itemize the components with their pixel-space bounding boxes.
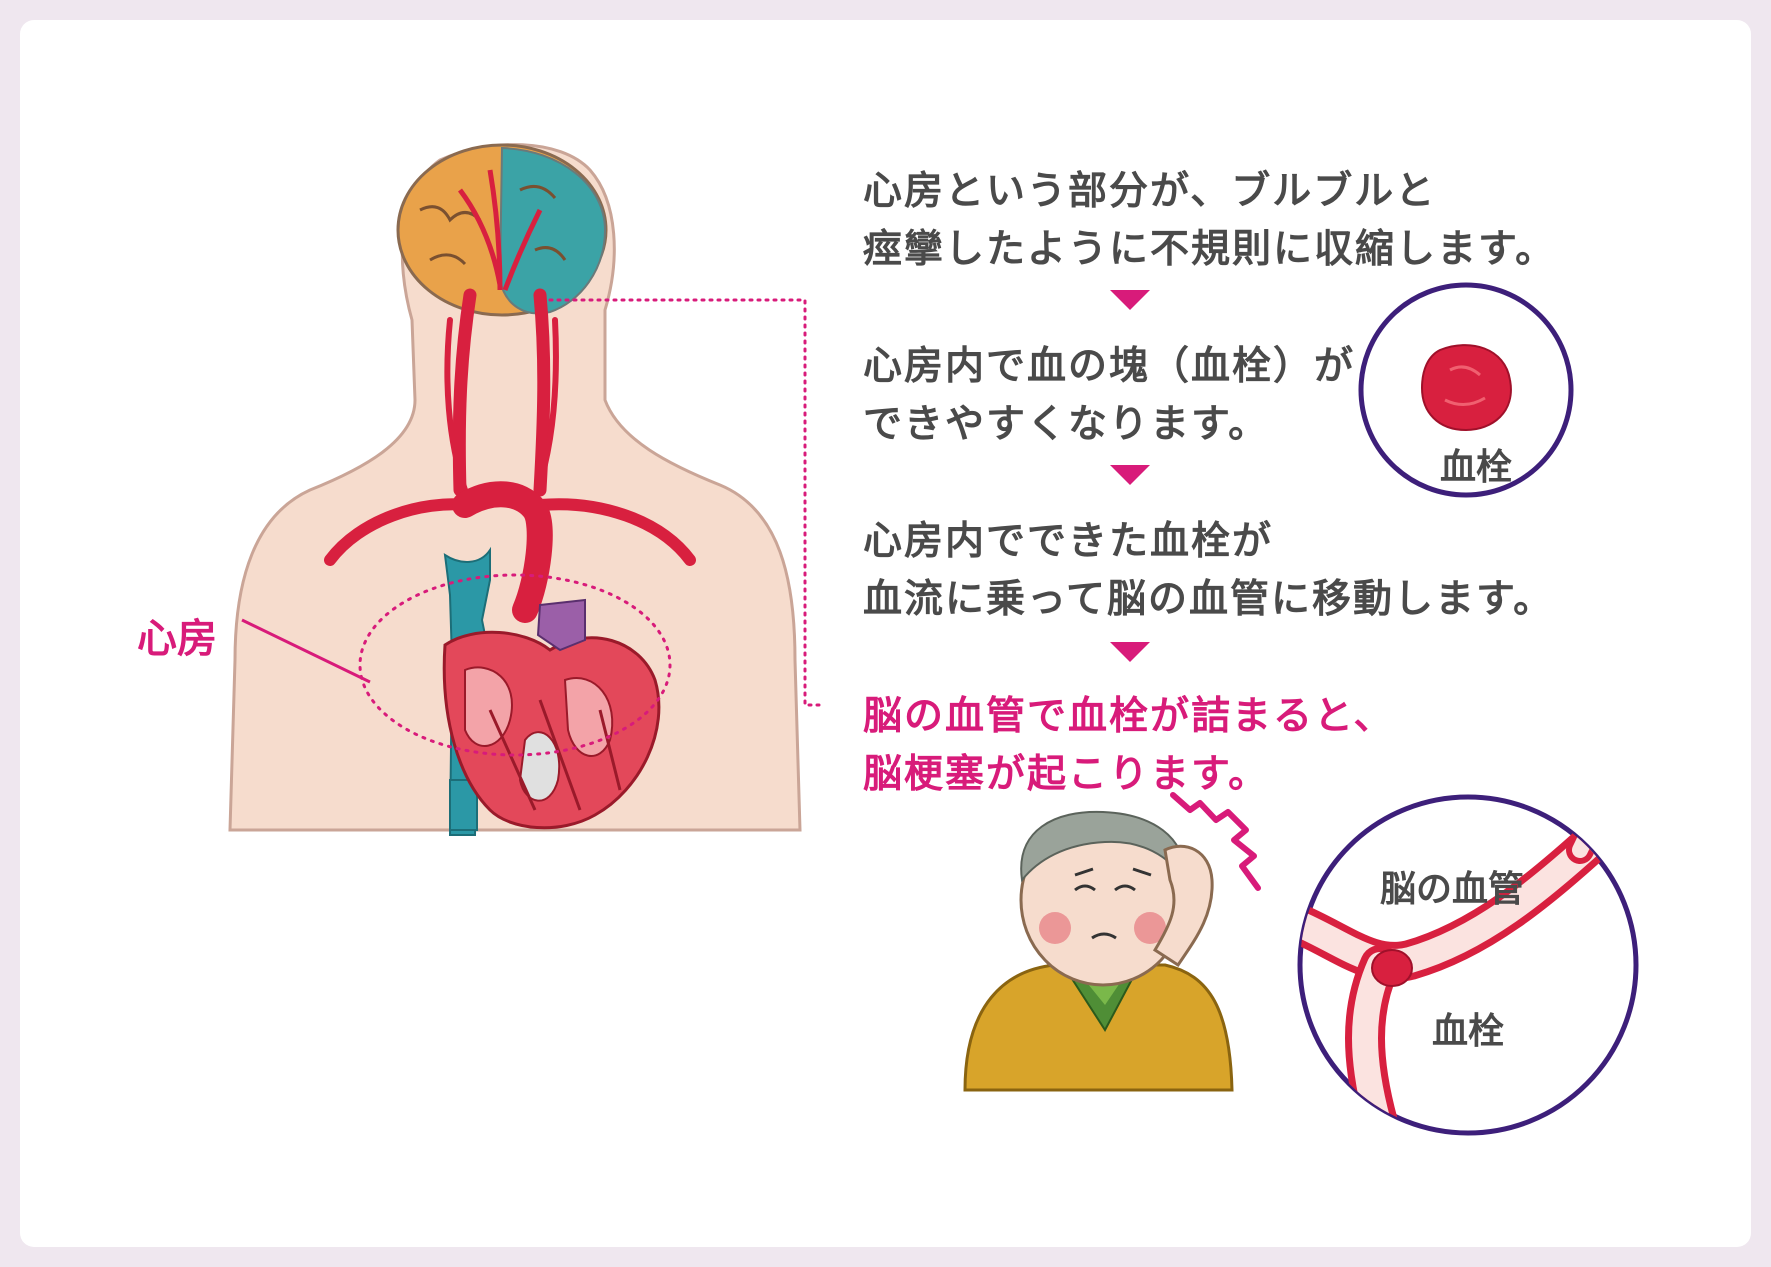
down-triangle-icon bbox=[1110, 290, 1150, 310]
atrium-highlight bbox=[358, 573, 672, 757]
atrium-label: 心房 bbox=[137, 616, 217, 662]
clot-blob bbox=[1420, 344, 1512, 432]
vessel-inset-clot-label: 血栓 bbox=[1432, 1011, 1505, 1052]
clot-inset bbox=[1358, 282, 1574, 498]
heart bbox=[442, 598, 661, 830]
atrium-leader-line bbox=[241, 618, 371, 684]
step-4-text: 脳の血管で血栓が詰まると、脳梗塞が起こります。 bbox=[863, 694, 1395, 797]
step-3-text: 心房内でできた血栓が血流に乗って脳の血管に移動します。 bbox=[863, 519, 1555, 622]
brain bbox=[396, 143, 608, 317]
down-triangle-icon bbox=[1110, 642, 1150, 662]
elderly-man-illustration bbox=[963, 810, 1234, 1092]
step-1-text: 心房という部分が、ブルブルと痙攣したように不規則に収縮します。 bbox=[863, 169, 1557, 272]
vessel-clot bbox=[1371, 949, 1413, 987]
brain-connector-line bbox=[548, 298, 827, 707]
vessel-inset-title: 脳の血管 bbox=[1380, 869, 1525, 910]
raised-hand bbox=[1152, 844, 1214, 968]
clot-inset-label: 血栓 bbox=[1440, 447, 1513, 488]
step-2-text: 心房内で血の塊（血栓）ができやすくなります。 bbox=[863, 344, 1356, 447]
diagram-card: 心房 血栓 脳の血管 血栓 心房という部分が、ブルブルと痙攣したように不規則に収… bbox=[20, 20, 1751, 1247]
zigzag-icon bbox=[1170, 792, 1261, 891]
arteries bbox=[324, 288, 696, 623]
down-triangle-icon bbox=[1110, 465, 1150, 485]
body-illustration bbox=[228, 143, 802, 836]
vessel-inset bbox=[1297, 794, 1639, 1136]
diagram-artwork bbox=[228, 143, 1639, 1136]
